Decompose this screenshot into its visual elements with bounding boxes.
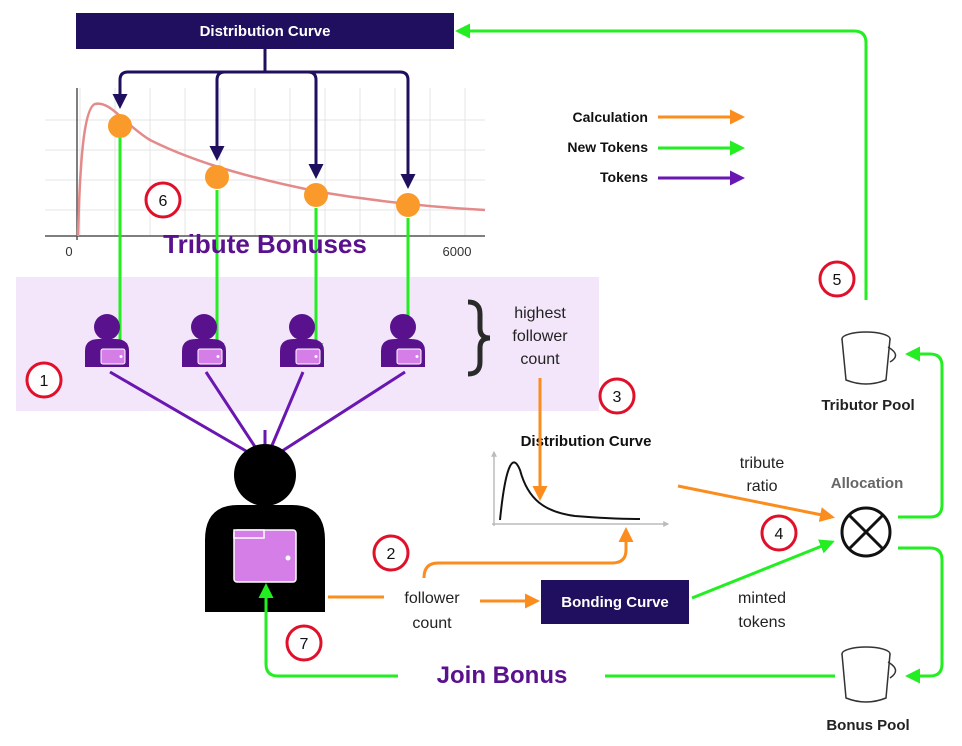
svg-text:7: 7: [300, 636, 309, 653]
minted-tokens-line1: minted: [738, 590, 786, 607]
curve-point: [108, 114, 132, 138]
svg-text:4: 4: [775, 526, 784, 543]
highest-label: highest: [514, 305, 566, 322]
step-badge-7: 7: [285, 624, 323, 662]
navy-branch-arrows: [112, 49, 416, 189]
minted-tokens-line2: tokens: [738, 614, 785, 631]
follower-count-line1: follower: [404, 590, 460, 607]
distribution-curve-line: [76, 102, 486, 237]
curve-point: [396, 193, 420, 217]
main-user-icon: [205, 444, 325, 612]
tributor-pool-label: Tributor Pool: [821, 397, 914, 414]
tick-label-start: 0: [65, 244, 72, 259]
brace-icon: [467, 299, 491, 377]
legend-calculation-label: Calculation: [573, 109, 648, 125]
step-badge-2: 2: [372, 534, 410, 572]
tribute-bonuses-label: Tribute Bonuses: [163, 229, 367, 259]
bonus-pool-label: Bonus Pool: [826, 717, 909, 734]
tick-label-end: 6000: [443, 244, 472, 259]
curve-point: [304, 183, 328, 207]
svg-text:1: 1: [40, 373, 49, 390]
distribution-curve-header: Distribution Curve: [76, 13, 454, 49]
svg-text:5: 5: [833, 272, 842, 289]
follower-label: follower: [512, 328, 568, 345]
distribution-curve-header-label: Distribution Curve: [200, 23, 331, 40]
tributor-pool-bucket-icon: [841, 331, 897, 385]
legend: Calculation New Tokens Tokens: [567, 109, 745, 186]
svg-text:6: 6: [159, 193, 168, 210]
tribute-ratio-line1: tribute: [740, 455, 785, 472]
step-badge-5: 5: [818, 260, 856, 298]
follower-count-line2: count: [412, 615, 452, 632]
bonus-pool-bucket-icon: [841, 646, 897, 703]
count-label: count: [520, 351, 560, 368]
svg-text:2: 2: [387, 546, 396, 563]
green-token-arrows: [258, 23, 944, 684]
mini-curve-title: Distribution Curve: [521, 433, 652, 450]
join-bonus-label: Join Bonus: [437, 662, 568, 689]
allocation-node-icon: [840, 506, 892, 558]
allocation-label: Allocation: [831, 475, 904, 492]
step-badge-1: 1: [25, 361, 63, 399]
curve-point: [205, 165, 229, 189]
mini-distribution-chart: [488, 450, 670, 527]
svg-text:3: 3: [613, 389, 622, 406]
tribute-ratio-line2: ratio: [746, 478, 777, 495]
step-badge-3: 3: [598, 377, 636, 415]
step-badges: 1 2 3 4 5 6 7: [25, 181, 856, 662]
bonding-curve-label: Bonding Curve: [561, 594, 669, 611]
legend-tokens-label: Tokens: [600, 169, 648, 185]
distribution-chart: 0 6000: [45, 88, 486, 259]
legend-new-tokens-label: New Tokens: [567, 139, 648, 155]
step-badge-6: 6: [144, 181, 182, 219]
curve-points: [108, 114, 420, 217]
step-badge-4: 4: [760, 514, 798, 552]
orange-calculation-arrows: [328, 378, 835, 609]
bonding-curve-box: Bonding Curve: [541, 580, 689, 624]
